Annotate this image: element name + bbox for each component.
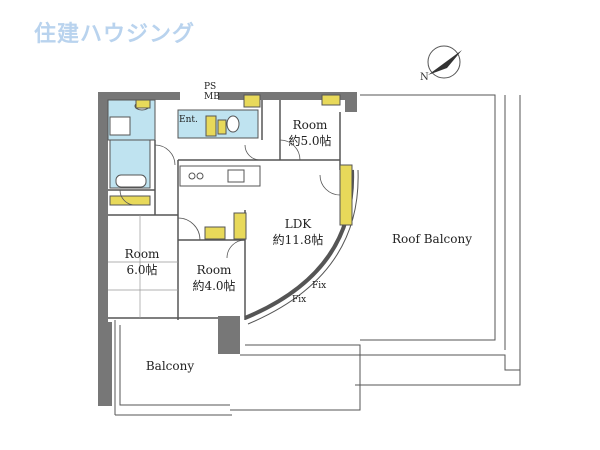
interior-walls — [108, 100, 341, 320]
label-room-6: Room 6.0帖 — [124, 247, 160, 278]
label-balcony: Balcony — [145, 359, 195, 373]
bathtub — [115, 174, 147, 188]
door-swings — [119, 139, 341, 259]
label-roof-balcony: Roof Balcony — [391, 232, 472, 246]
label-ldk: LDK 約11.8帖 — [272, 217, 324, 248]
svg-text:N: N — [420, 72, 429, 83]
label-fix-2: Fix — [292, 295, 307, 305]
label-room-4: Room 約4.0帖 — [192, 263, 236, 294]
north-arrow-icon: N — [420, 45, 462, 83]
toilet-icon — [226, 115, 240, 133]
logo-text: 住建ハウジング — [34, 22, 196, 47]
storage-areas — [109, 94, 353, 240]
label-fix-1: Fix — [312, 281, 327, 291]
washing-machine — [109, 116, 131, 136]
kitchen-counter — [179, 165, 261, 187]
label-room-north: Room 約5.0帖 — [288, 118, 332, 149]
balcony-outline — [114, 320, 232, 416]
room-6-grid — [108, 215, 178, 318]
label-ps-mb: PS MB — [204, 82, 220, 102]
roof-balcony-outline — [230, 94, 521, 411]
label-entrance: Ent. — [179, 115, 198, 125]
exterior-walls — [98, 92, 357, 406]
